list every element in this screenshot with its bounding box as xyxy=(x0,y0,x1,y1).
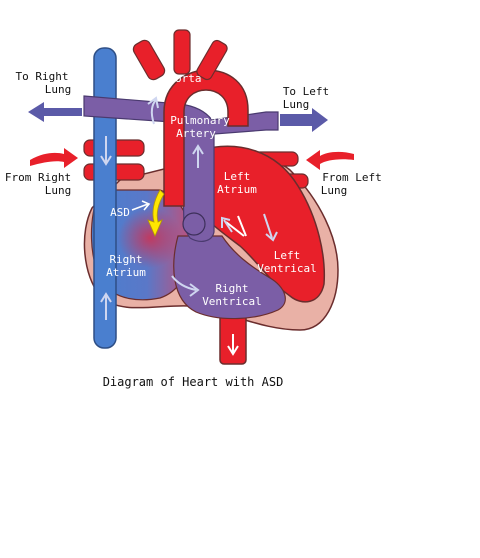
arrow-from-left-lung xyxy=(306,150,354,170)
aortic-arch xyxy=(163,69,249,207)
label-left-atrium-2: Atrium xyxy=(217,183,257,196)
label-right-ventricle-2: Ventrical xyxy=(202,295,262,308)
label-from-left-lung-2: Lung xyxy=(321,184,348,197)
vena-cava xyxy=(93,47,117,349)
label-right-atrium-2: Atrium xyxy=(106,266,146,279)
label-pulmonary-artery-1: Pulmonary xyxy=(170,114,230,127)
diagram-caption: Diagram of Heart with ASD xyxy=(103,375,284,389)
aorta-branch-left xyxy=(132,39,166,81)
arrow-from-right-lung xyxy=(30,148,78,168)
label-to-left-lung-2: Lung xyxy=(283,98,310,111)
left-heart-chambers xyxy=(197,145,326,303)
label-from-right-lung-1: From Right xyxy=(5,171,71,184)
asd-pointer xyxy=(131,200,151,211)
label-aorta: Aorta xyxy=(168,72,201,85)
descending-aorta-arrow xyxy=(227,334,239,356)
label-to-left-lung-1: To Left xyxy=(283,85,329,98)
aorta-branch-right xyxy=(196,39,228,81)
right-ventricle xyxy=(173,235,286,320)
label-from-left-lung-1: From Left xyxy=(322,171,382,184)
arrow-to-left-lung xyxy=(280,108,328,132)
label-to-right-lung-1: To Right xyxy=(16,70,69,83)
asd-mixing-zone xyxy=(118,208,182,268)
arrow-to-right-lung xyxy=(28,102,82,122)
label-right-ventricle-1: Right xyxy=(215,282,248,295)
label-right-atrium-1: Right xyxy=(109,253,142,266)
label-left-ventricle-1: Left xyxy=(274,249,301,262)
aorta-branch-middle xyxy=(173,29,191,75)
pulmonary-valve xyxy=(182,212,206,236)
label-pulmonary-artery-2: Artery xyxy=(176,127,216,140)
internal-flow-arrows xyxy=(100,96,278,320)
label-asd: ASD xyxy=(110,206,130,219)
label-left-ventricle-2: Ventrical xyxy=(257,262,317,275)
label-from-right-lung-2: Lung xyxy=(45,184,72,197)
mitral-valve xyxy=(225,215,247,237)
asd-shunt-arrow xyxy=(147,189,165,237)
pulmonary-artery xyxy=(83,95,279,242)
label-to-right-lung-2: Lung xyxy=(45,83,72,96)
label-left-atrium-1: Left xyxy=(224,170,251,183)
